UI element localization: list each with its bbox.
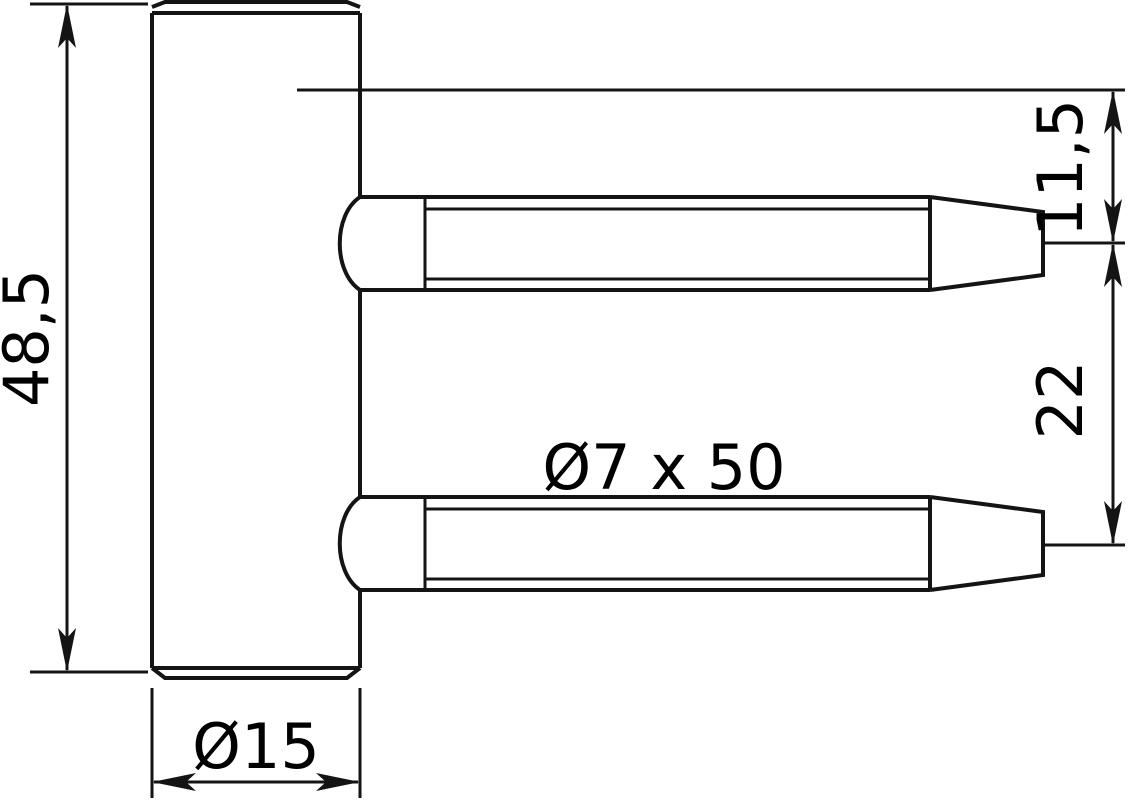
extension-lines <box>30 2 1125 798</box>
dim-label-diameter-15: Ø15 <box>192 710 320 783</box>
dim-arrow-22-bottom <box>1104 501 1122 545</box>
dim-arrow-48-5-top <box>58 4 76 48</box>
dim-label-48-5: 48,5 <box>0 269 63 407</box>
upper-pin-rounded-head <box>337 195 425 292</box>
lower-pin-thread-root-lines <box>423 497 930 590</box>
hinge-barrel-body <box>150 0 362 680</box>
dim-arrow-22-top <box>1104 243 1122 287</box>
dim-arrow-11-5-top <box>1104 90 1122 134</box>
body-top-chamfer-edge <box>151 0 361 9</box>
dim-arrow-15-right <box>316 773 360 791</box>
dim-arrow-11-5-bottom <box>1104 199 1122 243</box>
lower-pin-tapered-tip <box>929 495 1045 592</box>
annotation-pin-spec: Ø7 x 50 <box>542 431 785 504</box>
upper-pin-thread-root-lines <box>423 197 930 290</box>
dim-label-22: 22 <box>1024 361 1097 440</box>
dim-arrow-15-left <box>152 773 196 791</box>
dimension-top-offset: 11,5 <box>1024 90 1122 243</box>
dim-label-11-5: 11,5 <box>1024 99 1097 237</box>
dimension-overall-height: 48,5 <box>0 4 76 672</box>
body-bottom-chamfer-edge <box>150 666 362 680</box>
upper-pin-tapered-tip <box>929 195 1045 292</box>
lower-pin-rounded-head <box>337 495 425 592</box>
dimension-body-diameter: Ø15 <box>152 710 360 791</box>
dimension-pin-spacing: 22 <box>1024 243 1122 545</box>
lower-threaded-pin <box>337 495 1045 592</box>
annotation-label-pin-spec: Ø7 x 50 <box>542 431 785 504</box>
upper-threaded-pin <box>337 195 1045 292</box>
dim-arrow-48-5-bottom <box>58 628 76 672</box>
